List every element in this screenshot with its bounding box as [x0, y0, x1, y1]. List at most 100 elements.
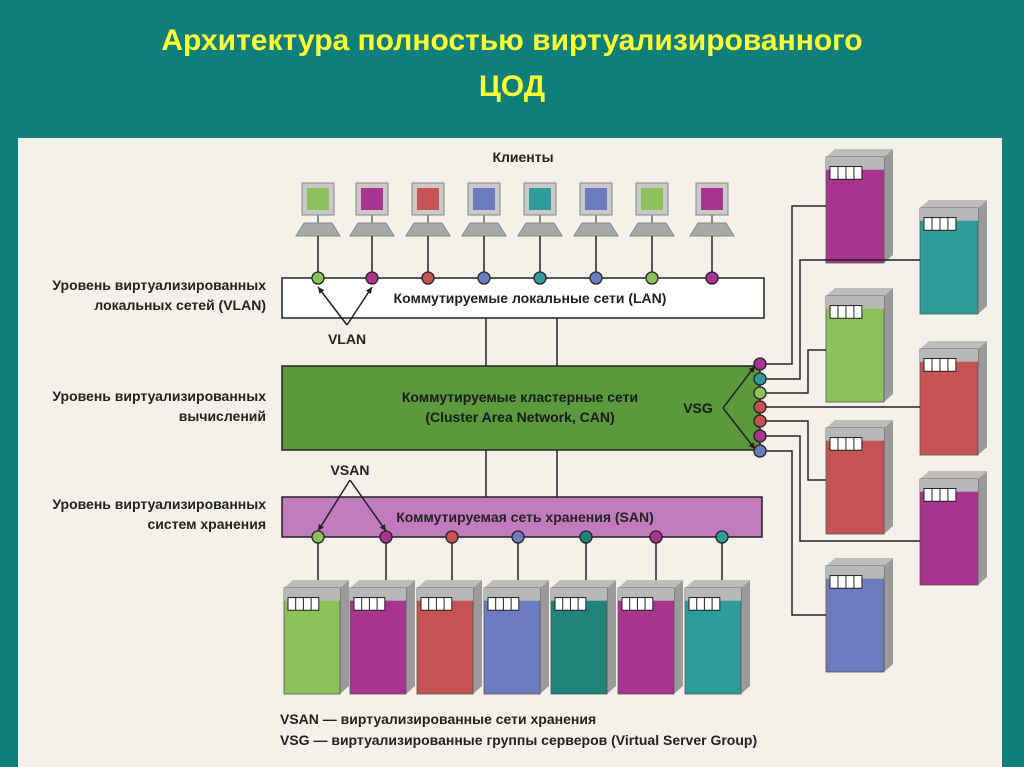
cluster-server-icon: [825, 149, 893, 264]
vsg-node: [753, 414, 767, 428]
storage-server-icon: [617, 580, 683, 695]
server-side: [978, 341, 987, 455]
vsan-arrow-2: [349, 479, 387, 532]
server-top: [484, 580, 549, 588]
vlan-arrow-1-head: [318, 287, 325, 294]
server-side: [340, 580, 349, 694]
storage-server-icon: [483, 580, 549, 695]
storage-server-icon: [416, 580, 482, 695]
server-top: [417, 580, 482, 588]
server-side: [674, 580, 683, 694]
server-side: [978, 200, 987, 314]
lan-box: [281, 277, 765, 319]
vlan-node: [311, 271, 325, 285]
storage-server-icon: [684, 580, 750, 695]
san-node: [579, 530, 593, 544]
keyboard: [405, 222, 451, 237]
keyboard: [573, 222, 619, 237]
vsg-node: [753, 429, 767, 443]
monitor-screen: [529, 188, 551, 210]
server-side: [884, 420, 893, 534]
monitor-screen: [307, 188, 329, 210]
san-node: [649, 530, 663, 544]
vsg-label: VSG: [683, 400, 713, 416]
legend-vsg: VSG — виртуализированные группы серверов…: [280, 732, 757, 748]
server-side: [607, 580, 616, 694]
monitor-screen: [585, 188, 607, 210]
server-side: [540, 580, 549, 694]
server-top: [685, 580, 750, 588]
level-vlan-line-1: Уровень виртуализированных: [52, 277, 266, 293]
server-top: [350, 580, 415, 588]
vlan-node: [589, 271, 603, 285]
vsg-node: [753, 444, 767, 458]
san-box: [281, 496, 763, 538]
vsg-arrow-2: [722, 407, 756, 450]
server-top: [920, 471, 987, 479]
page-title: Архитектура полностью виртуализированног…: [0, 18, 1024, 110]
san-label: Коммутируемая сеть хранения (SAN): [396, 509, 654, 525]
cluster-server-icon: [825, 420, 893, 535]
cluster-server-icon: [919, 341, 987, 456]
keyboard: [629, 222, 675, 237]
vsg-link-3: [766, 349, 826, 394]
level-vlan-line-2: локальных сетей (VLAN): [94, 297, 266, 313]
vlan-label: VLAN: [328, 331, 366, 347]
san-node: [445, 530, 459, 544]
vlan-node: [477, 271, 491, 285]
client-monitor-icon: [295, 182, 341, 237]
storage-server-icon: [349, 580, 415, 695]
vsg-arrow-1-head: [748, 366, 755, 373]
storage-server-icon: [550, 580, 616, 695]
san-node: [311, 530, 325, 544]
vsan-arrow-2-head: [379, 524, 386, 531]
vsg-link-6: [766, 435, 920, 542]
vlan-node: [705, 271, 719, 285]
server-top: [920, 341, 987, 349]
server-top: [551, 580, 616, 588]
client-monitor-icon: [517, 182, 563, 237]
vsg-node: [753, 372, 767, 386]
vsg-node: [753, 400, 767, 414]
san-node: [511, 530, 525, 544]
keyboard: [295, 222, 341, 237]
level-compute-line-1: Уровень виртуализированных: [52, 388, 266, 404]
clients-label: Клиенты: [492, 149, 553, 165]
san-node: [379, 530, 393, 544]
vlan-node: [533, 271, 547, 285]
vsg-link-5: [766, 420, 826, 481]
vlan-node: [365, 271, 379, 285]
server-side: [884, 149, 893, 263]
vsg-link-2: [766, 259, 920, 380]
vsg-arrow-2-head: [748, 442, 755, 449]
vsg-arrow-1: [722, 365, 756, 409]
cluster-server-icon: [825, 558, 893, 673]
server-top: [920, 200, 987, 208]
server-side: [741, 580, 750, 694]
server-top: [826, 288, 893, 296]
server-side: [884, 558, 893, 672]
vlan-node: [645, 271, 659, 285]
server-side: [978, 471, 987, 585]
monitor-screen: [361, 188, 383, 210]
can-box: [281, 365, 761, 451]
keyboard: [689, 222, 735, 237]
level-compute-line-2: вычислений: [179, 408, 266, 424]
keyboard: [349, 222, 395, 237]
server-side: [406, 580, 415, 694]
monitor-screen: [701, 188, 723, 210]
server-top: [284, 580, 349, 588]
san-node: [715, 530, 729, 544]
client-monitor-icon: [461, 182, 507, 237]
vsg-node: [753, 386, 767, 400]
cluster-server-icon: [825, 288, 893, 403]
lan-label: Коммутируемые локальные сети (LAN): [394, 290, 667, 306]
title-line-1: Архитектура полностью виртуализированног…: [161, 24, 863, 57]
server-side: [473, 580, 482, 694]
monitor-screen: [417, 188, 439, 210]
legend-vsan: VSAN — виртуализированные сети хранения: [280, 711, 596, 727]
vlan-arrow-2-head: [365, 287, 372, 294]
storage-server-icon: [283, 580, 349, 695]
vsan-arrow-1: [317, 479, 351, 532]
